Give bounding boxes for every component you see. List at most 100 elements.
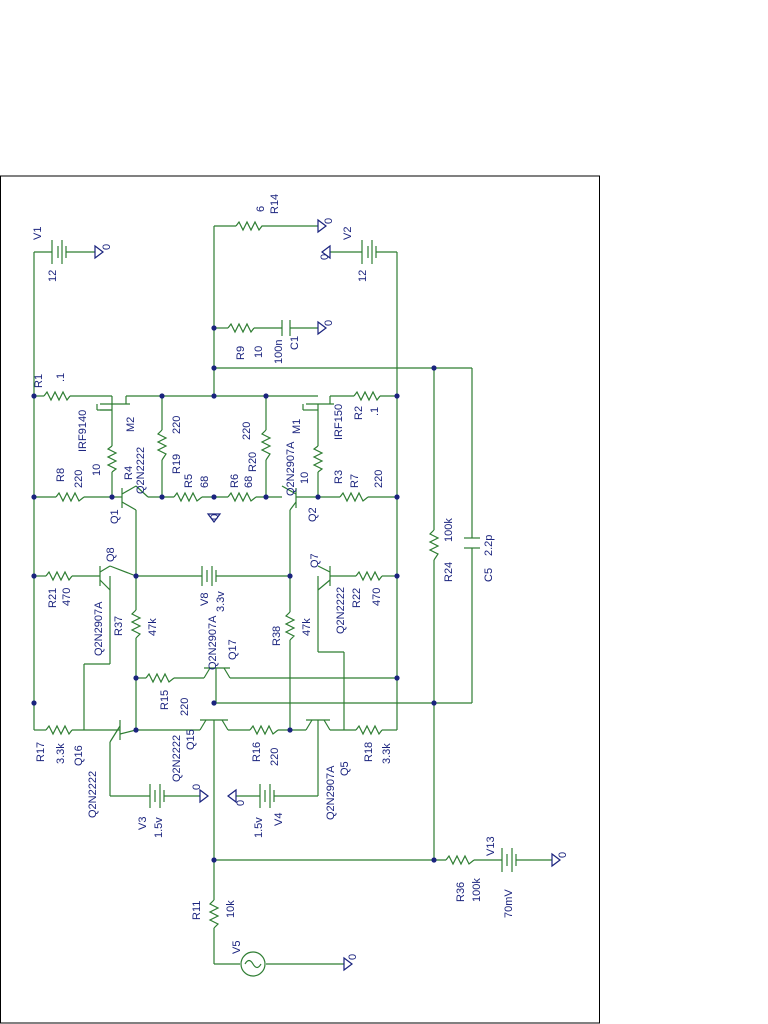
label-r15: R15 bbox=[159, 690, 171, 710]
label-gnd-v13: 0 bbox=[557, 852, 569, 858]
label-r14: R14 bbox=[269, 194, 281, 214]
label-v1-value: 12 bbox=[47, 270, 59, 282]
label-m1-model: IRF150 bbox=[333, 404, 345, 440]
label-v4: V4 bbox=[273, 813, 285, 826]
label-gnd-v2: 0 bbox=[319, 254, 331, 260]
label-v8: V8 bbox=[199, 593, 211, 606]
label-gnd-v1: 0 bbox=[101, 244, 113, 250]
label-v8-value: 3.3v bbox=[215, 591, 227, 612]
transistors bbox=[99, 403, 334, 743]
label-r19-value: 220 bbox=[171, 416, 183, 434]
batteries bbox=[51, 240, 517, 872]
label-r37-value: 47k bbox=[147, 618, 159, 636]
label-r5-value: 68 bbox=[199, 476, 211, 488]
label-r22: R22 bbox=[351, 588, 363, 608]
ac-source-icon bbox=[240, 951, 266, 977]
label-gnd-mid: 0 bbox=[209, 514, 221, 520]
capacitors bbox=[281, 320, 480, 549]
label-c5-value: 2.2p bbox=[483, 535, 495, 556]
label-r17: R17 bbox=[35, 742, 47, 762]
label-r20-value: 220 bbox=[241, 422, 253, 440]
label-q8-model: Q2N2907A bbox=[93, 601, 105, 656]
label-r8-value: 220 bbox=[73, 470, 85, 488]
label-r11: R11 bbox=[191, 901, 203, 920]
label-q2: Q2 bbox=[307, 507, 319, 522]
label-q5-model: Q2N2907A bbox=[325, 765, 337, 820]
label-q17: Q17 bbox=[227, 639, 239, 660]
label-gnd-v4: 0 bbox=[235, 800, 247, 806]
label-r16-value: 220 bbox=[269, 748, 281, 766]
label-gnd-r14: 0 bbox=[323, 218, 335, 224]
label-r9-value: 10 bbox=[253, 346, 265, 358]
label-m1: M1 bbox=[291, 419, 303, 434]
schematic-frame bbox=[0, 175, 600, 1024]
sine-wave-icon bbox=[244, 959, 262, 969]
label-r38-value: 47k bbox=[301, 618, 313, 636]
label-m2-model: IRF9140 bbox=[77, 410, 89, 452]
label-r37: R37 bbox=[113, 616, 125, 636]
label-r18-value: 3.3k bbox=[381, 743, 393, 764]
label-v4-value: 1.5v bbox=[253, 817, 265, 838]
resistors bbox=[43, 220, 475, 929]
label-r5: R5 bbox=[183, 474, 195, 488]
label-r38: R38 bbox=[271, 626, 283, 646]
label-r8: R8 bbox=[55, 468, 67, 482]
label-r15-value: 220 bbox=[179, 698, 191, 716]
label-r6: R6 bbox=[229, 474, 241, 488]
label-gnd-v5: 0 bbox=[347, 954, 359, 960]
label-r4-value: 10 bbox=[91, 464, 103, 476]
label-v3: V3 bbox=[137, 817, 149, 830]
label-r16: R16 bbox=[251, 742, 263, 762]
label-r2: R2 bbox=[353, 406, 365, 420]
label-r19: R19 bbox=[171, 454, 183, 474]
label-v3-value: 1.5v bbox=[153, 817, 165, 838]
label-q17-model: Q2N2907A bbox=[207, 615, 219, 670]
label-r24: R24 bbox=[443, 562, 455, 582]
label-r24-value: 100k bbox=[443, 518, 455, 542]
label-m2: M2 bbox=[125, 417, 137, 432]
label-v13-value: 70mV bbox=[503, 889, 515, 918]
label-r2-value: .1 bbox=[369, 407, 381, 416]
label-r7-value: 220 bbox=[373, 470, 385, 488]
label-r36: R36 bbox=[455, 882, 467, 902]
component-labels: V1 12 V2 12 R14 6 R9 10 100n C1 R1 .1 R2… bbox=[32, 194, 569, 960]
label-q7-model: Q2N2222 bbox=[335, 587, 347, 634]
label-r36-value: 100k bbox=[471, 878, 483, 902]
label-q5: Q5 bbox=[339, 761, 351, 776]
label-r3-value: 10 bbox=[299, 472, 311, 484]
label-v2: V2 bbox=[342, 227, 354, 240]
label-gnd-q15: 0 bbox=[191, 784, 203, 790]
ground-symbols bbox=[94, 218, 561, 972]
label-v5: V5 bbox=[231, 941, 243, 954]
label-r20: R20 bbox=[247, 452, 259, 472]
junctions bbox=[31, 325, 437, 863]
label-r6-value: 68 bbox=[243, 476, 255, 488]
label-r17-value: 3.3k bbox=[55, 743, 67, 764]
label-v1: V1 bbox=[32, 227, 44, 240]
label-r1: R1 bbox=[33, 374, 45, 388]
label-r1-value: .1 bbox=[55, 373, 67, 382]
label-v2-value: 12 bbox=[357, 270, 369, 282]
label-q2-model: Q2N2907A bbox=[285, 441, 297, 496]
label-q1: Q1 bbox=[109, 509, 121, 524]
label-r3: R3 bbox=[333, 470, 345, 484]
label-r11-value: 10k bbox=[225, 900, 237, 918]
label-q15: Q15 bbox=[185, 729, 197, 750]
label-r9: R9 bbox=[235, 346, 247, 360]
label-q8: Q8 bbox=[105, 547, 117, 562]
label-c5: C5 bbox=[483, 568, 495, 582]
label-gnd-c1: 0 bbox=[323, 320, 335, 326]
label-q16-model: Q2N2222 bbox=[87, 771, 99, 818]
label-q16: Q16 bbox=[73, 745, 85, 766]
label-r7: R7 bbox=[349, 474, 361, 488]
label-r18: R18 bbox=[363, 742, 375, 762]
label-r21: R21 bbox=[47, 588, 59, 608]
label-q7: Q7 bbox=[309, 553, 321, 568]
label-r21-value: 470 bbox=[61, 588, 73, 606]
label-c1-value: 100n bbox=[273, 340, 285, 364]
label-r4: R4 bbox=[123, 466, 135, 480]
label-r14-value: 6 bbox=[255, 206, 267, 212]
label-c1: C1 bbox=[289, 336, 301, 350]
label-q1-model: Q2N2222 bbox=[135, 447, 147, 494]
